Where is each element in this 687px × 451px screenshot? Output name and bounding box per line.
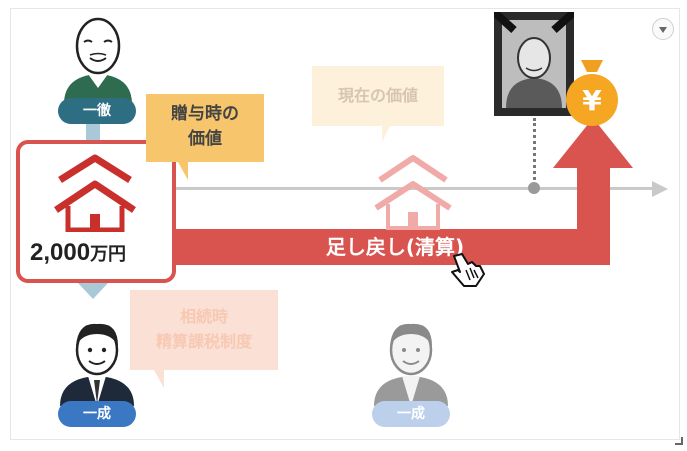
son-name-tag: 一成 [58, 401, 136, 427]
father-name-tag: 一徹 [58, 98, 136, 124]
son-avatar-icon [60, 323, 134, 406]
death-dotted-line [533, 118, 536, 186]
house-icon [54, 154, 136, 232]
settlement-label: 足し戻し(清算) [325, 235, 465, 259]
son-future-avatar-icon [374, 323, 448, 406]
inheritance-bubble: 相続時 精算課税制度 [130, 290, 278, 388]
house-value-box [16, 140, 176, 283]
resize-corner[interactable] [675, 437, 683, 445]
hand-pointer-cursor-icon [451, 253, 485, 287]
slide-menu-dropdown-button[interactable] [652, 18, 674, 40]
settlement-arrow-head [553, 118, 633, 168]
inheritance-line1: 相続時 [179, 307, 228, 326]
father-avatar-icon [64, 17, 132, 104]
house-value-unit: 万円 [90, 244, 127, 264]
current-value-bubble: 現在の価値 [312, 66, 444, 142]
house-value-amount: 2,000 [30, 239, 91, 266]
gift-value-line2: 価値 [188, 129, 222, 149]
timeline-line [30, 187, 652, 190]
settlement-arrow-bar [160, 229, 610, 265]
settlement-arrow-rise [577, 165, 610, 265]
transfer-arrow-head [78, 283, 108, 299]
son-future-name-tag: 一成 [372, 401, 450, 427]
yen-symbol: ¥ [582, 84, 602, 117]
house-faded-icon [374, 155, 452, 230]
house-value-text: 2,000万円 [30, 239, 170, 267]
inheritance-line2: 精算課税制度 [155, 332, 252, 351]
gift-value-line1: 贈与時の [171, 104, 239, 124]
money-bag-icon: ¥ [566, 60, 618, 126]
timeline-arrowhead [652, 181, 668, 197]
timeline-node [528, 182, 540, 194]
memorial-portrait-icon [494, 12, 574, 116]
gift-value-bubble: 贈与時の 価値 [146, 94, 264, 180]
